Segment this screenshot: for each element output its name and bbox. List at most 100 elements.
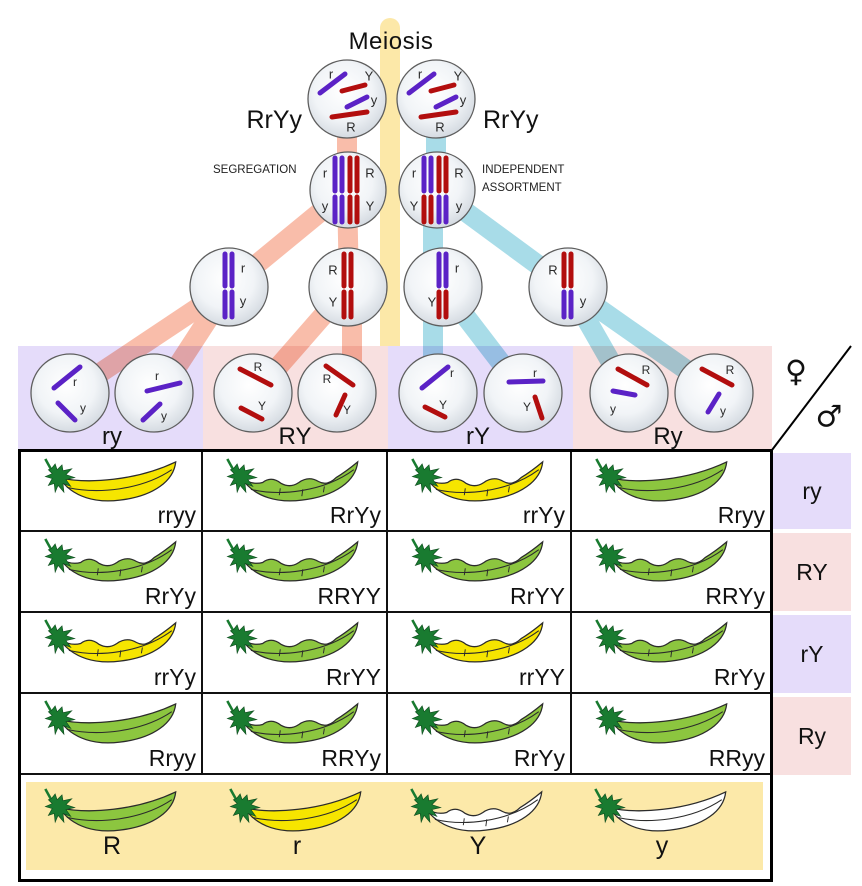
allele-label: Y — [343, 403, 351, 417]
column-header-gamete: ry — [102, 423, 122, 450]
pea-pod-smooth-white — [595, 789, 725, 831]
legend-item: y — [590, 782, 734, 870]
allele-label: Y — [365, 69, 374, 84]
pea-pod-smooth-yellow — [230, 789, 360, 831]
chromosome — [422, 404, 448, 420]
pea-pod-constricted-green — [227, 701, 357, 743]
lineage-stripes — [76, 18, 711, 397]
allele-label: y — [80, 401, 86, 415]
allele-label: R — [454, 166, 463, 181]
pea-pod-icon — [410, 618, 548, 667]
allele-label: r — [323, 166, 328, 181]
chromosome — [532, 394, 545, 421]
chromosome — [237, 366, 274, 388]
chromosome — [433, 94, 459, 110]
allele-label: y — [460, 93, 467, 108]
meiosis2-cell: r y — [189, 247, 269, 327]
allele-label: R — [435, 120, 444, 135]
pea-pod-icon — [410, 457, 548, 506]
chromosome — [55, 400, 78, 423]
allele-legend: R r Y y — [21, 775, 770, 879]
pea-pod-icon — [43, 787, 181, 836]
row-header-gamete: rY — [773, 615, 851, 693]
row-header-gamete: RY — [773, 533, 851, 611]
allele-label: Y — [523, 400, 531, 414]
genotype-label: Rryy — [717, 502, 765, 528]
pea-pod-icon — [593, 787, 731, 836]
pea-pod-constricted-green — [596, 620, 726, 662]
pea-pod-icon — [594, 699, 732, 748]
pea-pod-smooth-yellow — [45, 459, 175, 501]
chromosome — [144, 380, 183, 394]
pea-pod-smooth-green — [45, 701, 175, 743]
pea-pod-constricted-green — [412, 539, 542, 581]
assortment-cell: r R Y y — [398, 151, 476, 229]
legend-item: Y — [406, 782, 550, 870]
pea-pod-constricted-yellow — [412, 620, 542, 662]
gamete-cell: r y — [30, 353, 110, 433]
allele-label: R — [548, 263, 557, 278]
allele-label: r — [455, 261, 460, 276]
chromosome — [705, 391, 722, 415]
column-header-gamete: RY — [279, 423, 312, 450]
allele-label: R — [328, 263, 337, 278]
chromosome — [344, 94, 370, 110]
allele-label: Y — [258, 399, 266, 413]
segregation-cell: r R y Y — [309, 151, 387, 229]
allele-label: r — [329, 67, 334, 82]
pea-pod-smooth-green — [596, 459, 726, 501]
pea-pod-icon — [594, 537, 732, 586]
allele-label: y — [456, 199, 463, 214]
parent-genotype-right: RrYy — [483, 106, 539, 134]
chromosome — [406, 71, 437, 96]
legend-allele-label: R — [102, 832, 122, 860]
parent-cell-left: r Y y R — [307, 59, 387, 139]
punnett-cell: rrYy — [388, 452, 572, 532]
genotype-label: RrYy — [144, 583, 196, 609]
female-symbol-icon: ♀ — [785, 355, 807, 390]
allele-label: R — [365, 166, 374, 181]
punnett-cell: Rryy — [572, 452, 770, 532]
chromosome — [610, 388, 638, 398]
gamete-cell: R Y — [213, 353, 293, 433]
allele-label: r — [450, 366, 454, 380]
pea-pod-icon — [409, 787, 547, 836]
punnett-cell: rryy — [21, 452, 203, 532]
chromosome — [428, 82, 457, 94]
allele-label: Y — [329, 295, 338, 310]
genotype-label: RrYy — [713, 664, 765, 690]
independent-assortment-label: INDEPENDENT — [482, 164, 564, 176]
allele-label: Y — [366, 199, 375, 214]
pea-pod-smooth-green — [596, 701, 726, 743]
column-header-gamete: Ry — [653, 423, 682, 450]
pea-pod-constricted-green — [227, 620, 357, 662]
chromosome — [339, 82, 368, 94]
chromosome — [699, 366, 735, 388]
punnett-square: rryy RrYy rrYy Rryy RrYy RRYY RrYY — [18, 449, 773, 882]
gamete-cell: r Y — [483, 353, 563, 433]
punnett-cell: RRYy — [572, 532, 770, 613]
pea-pod-icon — [225, 537, 363, 586]
pea-pod-icon — [410, 537, 548, 586]
pea-pod-constricted-green — [596, 539, 726, 581]
allele-label: y — [240, 294, 247, 309]
allele-label: y — [322, 199, 329, 214]
pea-pod-icon — [225, 618, 363, 667]
pea-pod-icon — [228, 787, 366, 836]
punnett-cell: RrYy — [21, 532, 203, 613]
punnett-cell: rrYy — [21, 613, 203, 694]
genotype-label: rryy — [157, 502, 196, 528]
allele-label: r — [418, 67, 423, 82]
chromosome — [419, 364, 451, 391]
genotype-label: RrYy — [513, 745, 565, 771]
allele-label: R — [726, 363, 735, 377]
legend-background: R r Y y — [26, 782, 763, 870]
genotype-label: RrYY — [510, 583, 565, 609]
pea-pod-icon — [43, 457, 181, 506]
meiosis-diagram: Meiosis RrYy RrYy SEGREGATION INDEPENDEN… — [18, 18, 852, 452]
chromosome — [140, 401, 163, 423]
genotype-label: RRYy — [705, 583, 765, 609]
genotype-label: RrYy — [329, 502, 381, 528]
allele-label: y — [610, 402, 616, 416]
